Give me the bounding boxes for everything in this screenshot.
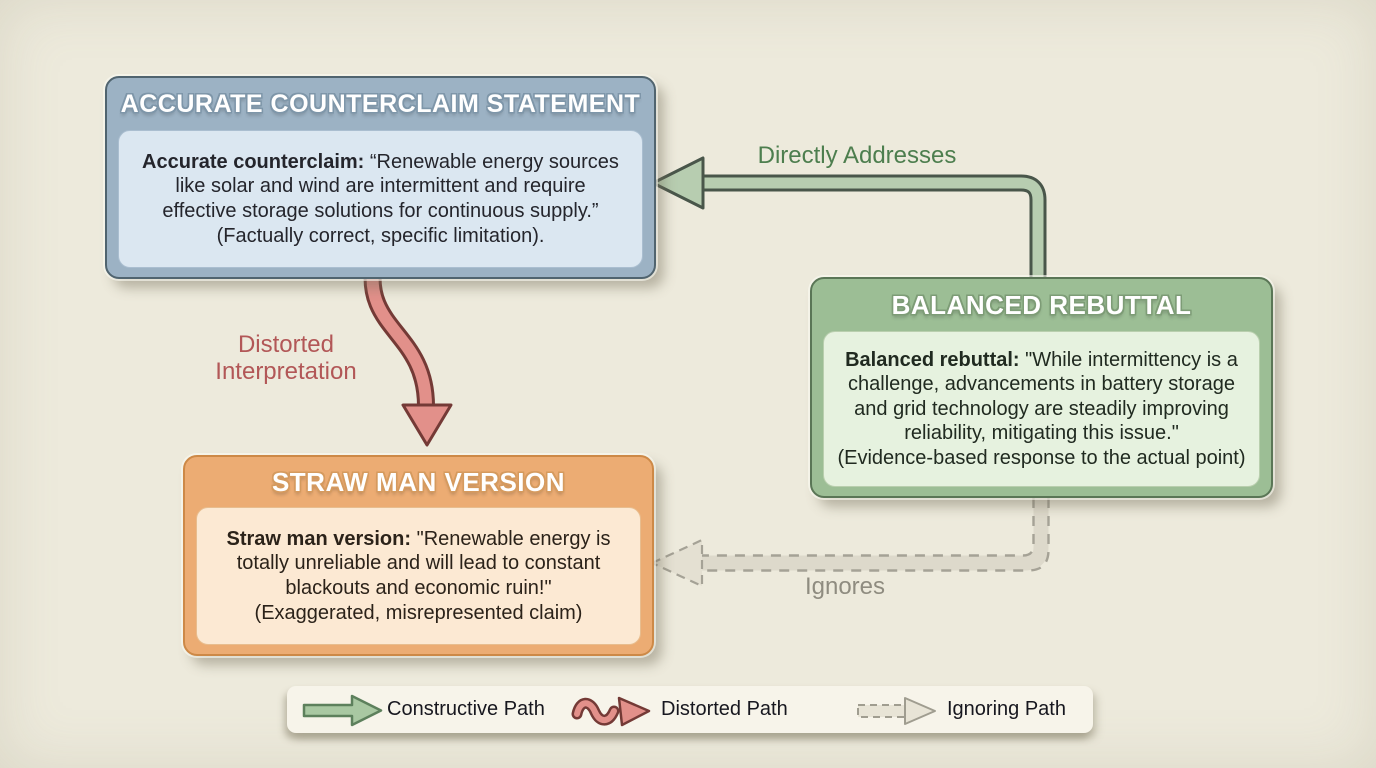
ignores-label: Ignores — [804, 573, 886, 600]
balanced-rebuttal-body: Balanced rebuttal: "While intermittency … — [823, 331, 1260, 487]
accurate-counterclaim-body: Accurate counterclaim: “Renewable energy… — [118, 130, 643, 268]
green-solid-arrow-icon — [302, 694, 383, 727]
red-wavy-arrow-icon — [571, 696, 651, 727]
legend-bar: Constructive Path Distorted Path Ignorin… — [287, 686, 1093, 733]
straw-man-version-box: STRAW MAN VERSION Straw man version: "Re… — [183, 455, 654, 656]
straw-man-version-title: STRAW MAN VERSION — [271, 466, 566, 497]
balanced-rebuttal-box: BALANCED REBUTTAL Balanced rebuttal: "Wh… — [810, 277, 1273, 498]
balanced-rebuttal-title: BALANCED REBUTTAL — [891, 289, 1192, 320]
legend-constructive-label: Constructive Path — [387, 698, 545, 720]
ignoring-path-arrow — [650, 480, 1050, 588]
body-line: like solar and wind are intermittent and… — [175, 175, 586, 198]
accurate-counterclaim-box: ACCURATE COUNTERCLAIM STATEMENT Accurate… — [105, 76, 656, 279]
distorted-path-arrow — [363, 253, 453, 447]
body-line: blackouts and economic ruin!" — [285, 577, 552, 599]
directly-addresses-label: Directly Addresses — [757, 142, 957, 169]
body-line: Accurate counterclaim: “Renewable energy… — [142, 150, 619, 173]
legend-ignoring-label: Ignoring Path — [947, 698, 1066, 720]
distorted-interpretation-label: Distorted Interpretation — [215, 331, 357, 385]
body-line: challenge, advancements in battery stora… — [848, 373, 1235, 396]
body-line: totally unreliable and will lead to cons… — [236, 552, 601, 575]
body-line: Straw man version: "Renewable energy is — [226, 527, 611, 550]
constructive-path-arrow — [651, 156, 1047, 300]
body-line: reliability, mitigating this issue." — [904, 422, 1179, 445]
gray-dashed-arrow-icon — [857, 697, 936, 725]
straw-man-version-body: Straw man version: "Renewable energy is … — [196, 507, 641, 645]
body-line: (Exaggerated, misrepresented claim) — [254, 601, 583, 624]
legend-distorted-label: Distorted Path — [661, 698, 788, 720]
body-line: Balanced rebuttal: "While intermittency … — [845, 348, 1238, 371]
body-line: (Evidence-based response to the actual p… — [837, 446, 1246, 469]
accurate-counterclaim-title: ACCURATE COUNTERCLAIM STATEMENT — [120, 89, 641, 118]
body-line: and grid technology are steadily improvi… — [854, 397, 1229, 420]
body-line: effective storage solutions for continuo… — [162, 200, 599, 222]
body-line: (Factually correct, specific limitation)… — [216, 224, 545, 247]
